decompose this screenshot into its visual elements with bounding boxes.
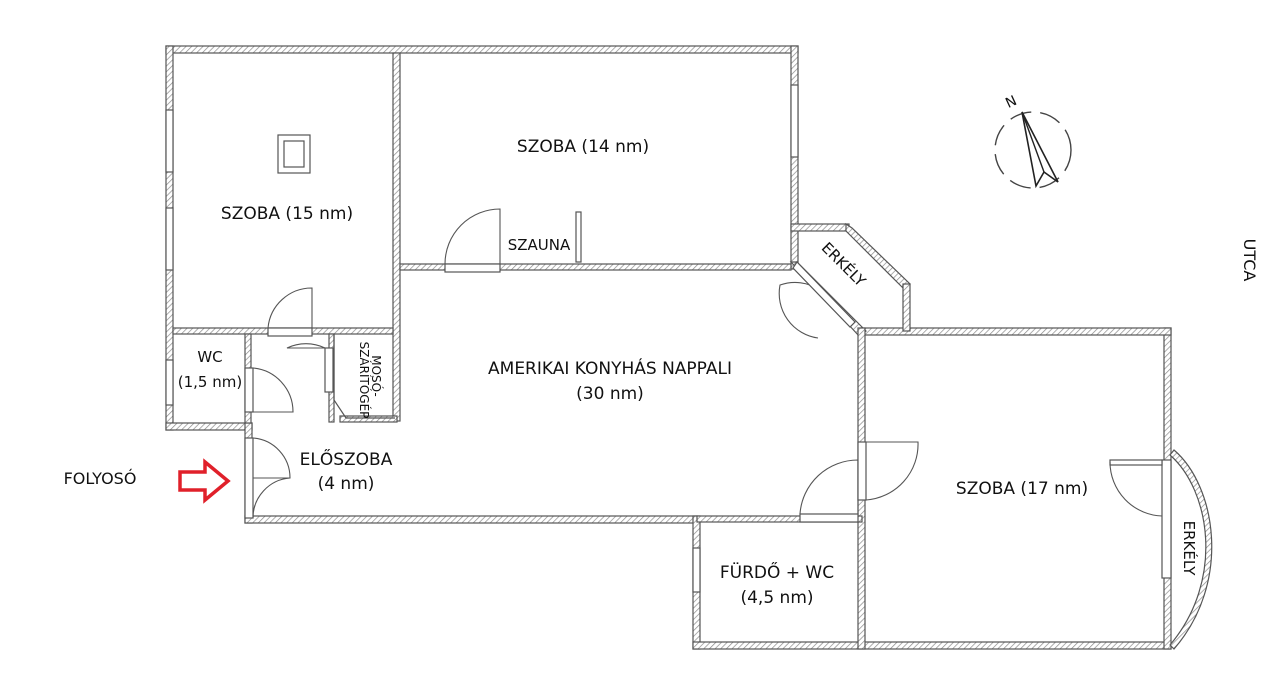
arrow-right-icon: [178, 458, 231, 504]
room-label-wc: WC: [197, 348, 222, 366]
room-label-laundry: MOSÓ-: [369, 355, 384, 397]
balcony-label-right: ERKÉLY: [1180, 521, 1199, 577]
room-label-15: SZOBA (15 nm): [221, 204, 353, 224]
room-label-wc-area: (1,5 nm): [178, 373, 242, 391]
street-label: UTCA: [1240, 239, 1259, 282]
room-label-laundry-2: SZÁRÍTÓGÉP: [357, 342, 372, 419]
windows: [165, 84, 1172, 593]
balcony-right-rail: [1169, 449, 1213, 650]
chimney-outer: [277, 134, 311, 174]
room-label-living: AMERIKAI KONYHÁS NAPPALI: [488, 357, 732, 379]
corridor-label: FOLYOSÓ: [64, 469, 137, 488]
compass-icon: N: [994, 93, 1072, 189]
room-label-hall: ELŐSZOBA: [300, 448, 393, 470]
room-label-14: SZOBA (14 nm): [517, 137, 649, 157]
room-label-hall-area: (4 nm): [318, 474, 375, 494]
compass-north-letter: N: [1003, 93, 1019, 112]
room-label-17: SZOBA (17 nm): [956, 479, 1088, 499]
laundry-cabinet: [333, 334, 395, 419]
room-label-bath: FÜRDŐ + WC: [720, 561, 834, 583]
doors: [244, 208, 1163, 523]
sauna-divider: [575, 211, 582, 263]
room-label-living-area: (30 nm): [576, 384, 644, 404]
chimney-inner: [283, 140, 305, 168]
room-label-bath-area: (4,5 nm): [740, 588, 813, 608]
room-label-sauna: SZAUNA: [508, 236, 571, 254]
